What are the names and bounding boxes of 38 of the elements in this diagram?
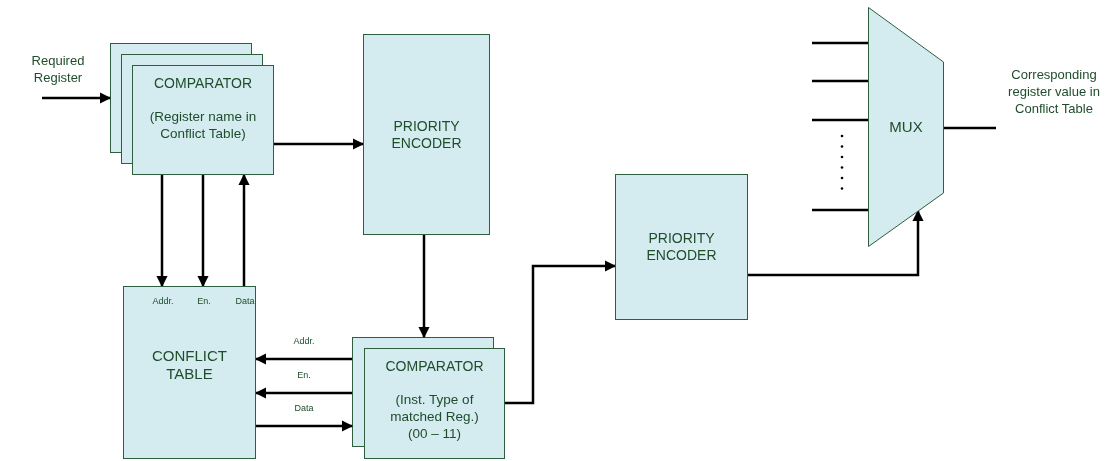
block-description: (Register name in Conflict Table) [148,108,258,142]
port-label: En. [197,295,211,308]
edge-label: Addr. [292,336,316,347]
table-block [123,286,256,459]
arrow [418,235,430,339]
signal-line [812,118,868,122]
arrow [254,353,352,365]
signal-label: Corresponding register value in Conflict Table [1007,66,1101,117]
logic-block [363,34,490,235]
signal-line [944,126,996,130]
logic-block [132,65,274,175]
arrow [274,138,365,150]
arrow [238,173,250,286]
signal-line [812,41,868,45]
block-title: COMPARATOR [385,358,484,375]
edge-label: Data [293,403,315,414]
arrow [505,260,617,405]
arrow [254,387,352,399]
arrow [256,420,354,432]
logic-block [364,348,505,459]
block-title: MUX [889,116,923,137]
block-description: (Inst. Type of matched Reg.) [389,391,480,425]
signal-line [812,79,868,83]
block-description: (00 – 11) [408,425,461,442]
block-title: PRIORITY ENCODER [645,230,718,264]
arrow [197,175,209,288]
port-label: Addr. [152,295,174,308]
port-label: Data [235,295,255,308]
block-title: CONFLICT TABLE [151,347,228,383]
signal-line [812,208,868,212]
arrow [42,92,112,104]
arrow [748,209,924,277]
block-title: COMPARATOR [154,75,252,92]
edge-label: En. [296,370,312,381]
signal-label: Required Register [30,52,86,86]
block-title: PRIORITY ENCODER [390,117,463,152]
logic-block [615,174,748,320]
arrow [156,175,168,288]
